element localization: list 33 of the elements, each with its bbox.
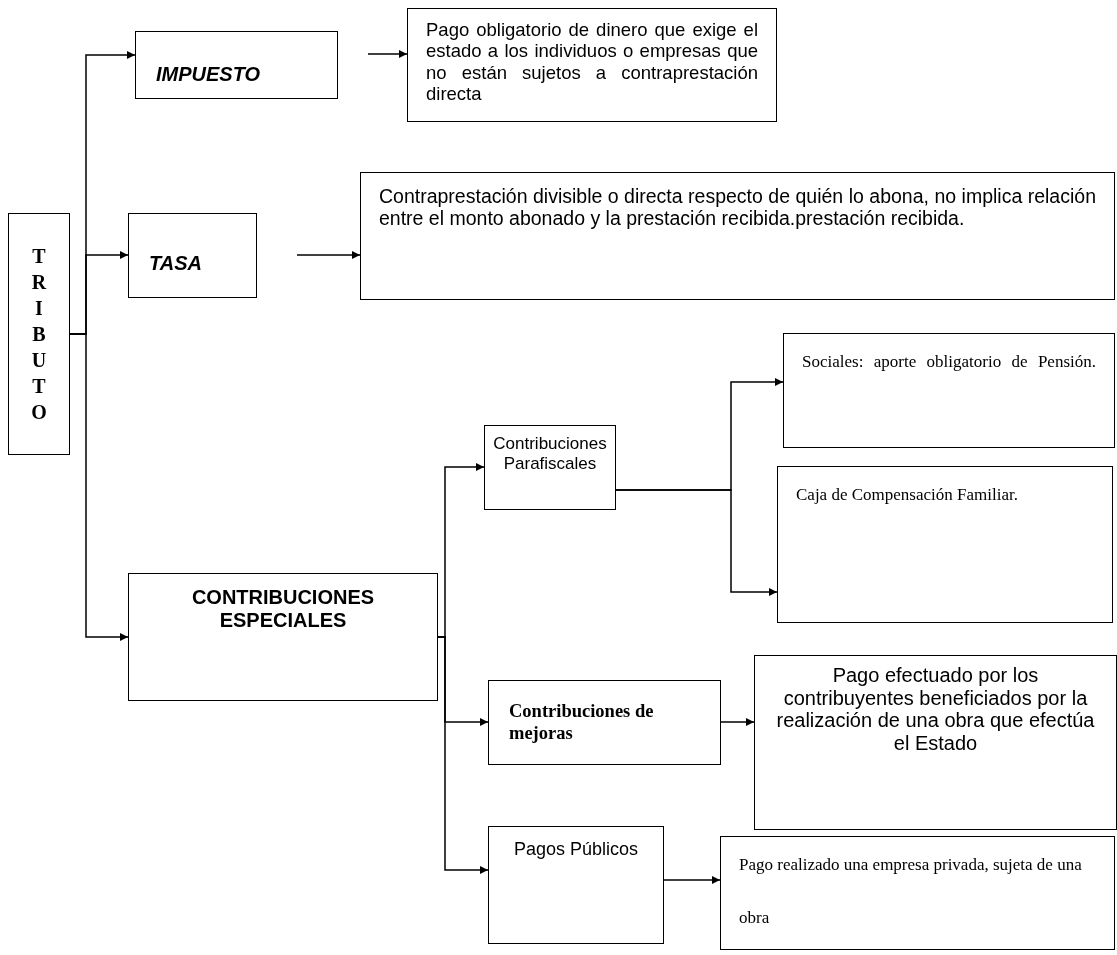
arrow	[296, 251, 361, 259]
vertical-title: TRIBUTO	[30, 244, 48, 425]
definition-box	[783, 333, 1115, 448]
subcategory-box	[488, 680, 721, 765]
definition-box	[720, 836, 1115, 950]
arrow	[367, 50, 408, 58]
node-text: TASA	[149, 252, 203, 275]
arrow	[69, 333, 129, 641]
node-text: Contribuciones de mejoras	[509, 701, 655, 744]
title-box	[8, 213, 70, 455]
node-text: Contraprestación divisible o directa respecto de quién lo abona, no implica relación entre el monto abonado y la prestación recibida.prestación recibida.	[379, 185, 1096, 230]
arrow	[437, 636, 489, 874]
arrow	[615, 489, 778, 596]
definition-box	[777, 466, 1113, 623]
arrow	[663, 876, 721, 884]
node-text: Sociales: aporte obligatorio de Pensión.	[802, 351, 1096, 373]
node-text: IMPUESTO	[156, 63, 262, 86]
node-text: CONTRIBUCIONES ESPECIALES	[190, 586, 376, 632]
category-box	[135, 31, 338, 99]
node-text: Contribuciones Parafiscales	[492, 434, 608, 474]
node-text: Pago realizado una empresa privada, sujeta de una obra	[739, 854, 1083, 929]
node-text: Pago obligatorio de dinero que exige el estado a los individuos o empresas que no están sujetos a contraprestación directa	[426, 19, 758, 105]
definition-box	[360, 172, 1115, 300]
subcategory-box	[484, 425, 616, 510]
node-text: Pago efectuado por los contribuyentes beneficiados por la realización de una obra que efectúa el Estado	[775, 664, 1096, 755]
node-text: Pagos Públicos	[512, 839, 640, 860]
category-box	[128, 573, 438, 701]
definition-box	[754, 655, 1117, 830]
node-text: Caja de Compensación Familiar.	[796, 484, 1019, 506]
category-box	[128, 213, 257, 298]
arrow	[720, 718, 755, 726]
definition-box	[407, 8, 777, 122]
subcategory-box	[488, 826, 664, 944]
